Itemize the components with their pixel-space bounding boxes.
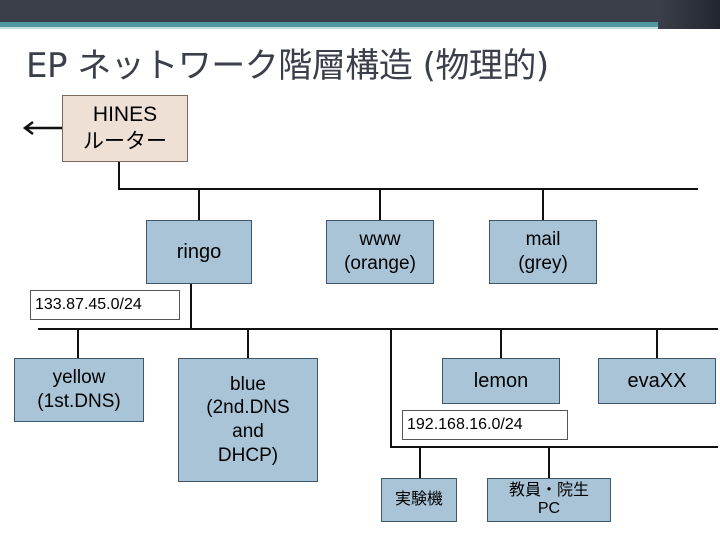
staff-pc-node: 教員・院生 PC	[487, 478, 611, 522]
header-corner	[658, 0, 720, 29]
backbone-line-upper	[118, 188, 698, 190]
public-subnet-label: 133.87.45.0/24	[30, 290, 180, 320]
lemon-node: lemon	[442, 358, 560, 404]
router-label: HINES ルーター	[83, 103, 167, 153]
backbone-line-lower	[38, 328, 718, 330]
staff-pc-label: 教員・院生 PC	[508, 481, 589, 517]
mail-up-line	[542, 188, 544, 220]
lemon-label: lemon	[473, 369, 529, 392]
yellow-label: yellow (1st.DNS)	[37, 367, 121, 412]
private-subnet-label: 192.168.16.0/24	[402, 410, 568, 440]
ringo-node: ringo	[146, 220, 252, 284]
www-up-line	[379, 188, 381, 220]
upstream-arrow	[22, 121, 64, 135]
evaxx-up-line	[656, 328, 658, 358]
private-lan-line	[390, 446, 718, 448]
mail-label: mail (grey)	[518, 229, 568, 274]
jikkenki-label: 実験機	[394, 491, 443, 508]
lemon-up-line	[500, 328, 502, 358]
www-label: www (orange)	[344, 229, 416, 274]
blue-node: blue (2nd.DNS and DHCP)	[178, 358, 318, 482]
evaxx-label: evaXX	[627, 369, 687, 392]
mail-node: mail (grey)	[489, 220, 597, 284]
yellow-up-line	[77, 328, 79, 358]
www-node: www (orange)	[326, 220, 434, 284]
header-thin-stripe	[0, 27, 720, 29]
jikkenki-up-line	[419, 446, 421, 478]
header-bar	[0, 0, 720, 22]
blue-label: blue (2nd.DNS and DHCP)	[206, 373, 290, 466]
slide-title: EP ネットワーク階層構造 (物理的)	[26, 46, 549, 86]
router-node: HINES ルーター	[62, 95, 188, 162]
ringo-up-line	[198, 188, 200, 220]
blue-up-line	[247, 328, 249, 358]
yellow-node: yellow (1st.DNS)	[14, 358, 144, 422]
private-branch-line	[390, 328, 392, 448]
ringo-down-line	[190, 284, 192, 330]
jikkenki-node: 実験機	[381, 478, 457, 522]
staff-pc-up-line	[548, 446, 550, 478]
header-accent-stripe	[0, 22, 720, 27]
evaxx-node: evaXX	[598, 358, 716, 404]
router-drop-line	[118, 162, 120, 190]
ringo-label: ringo	[176, 240, 222, 263]
